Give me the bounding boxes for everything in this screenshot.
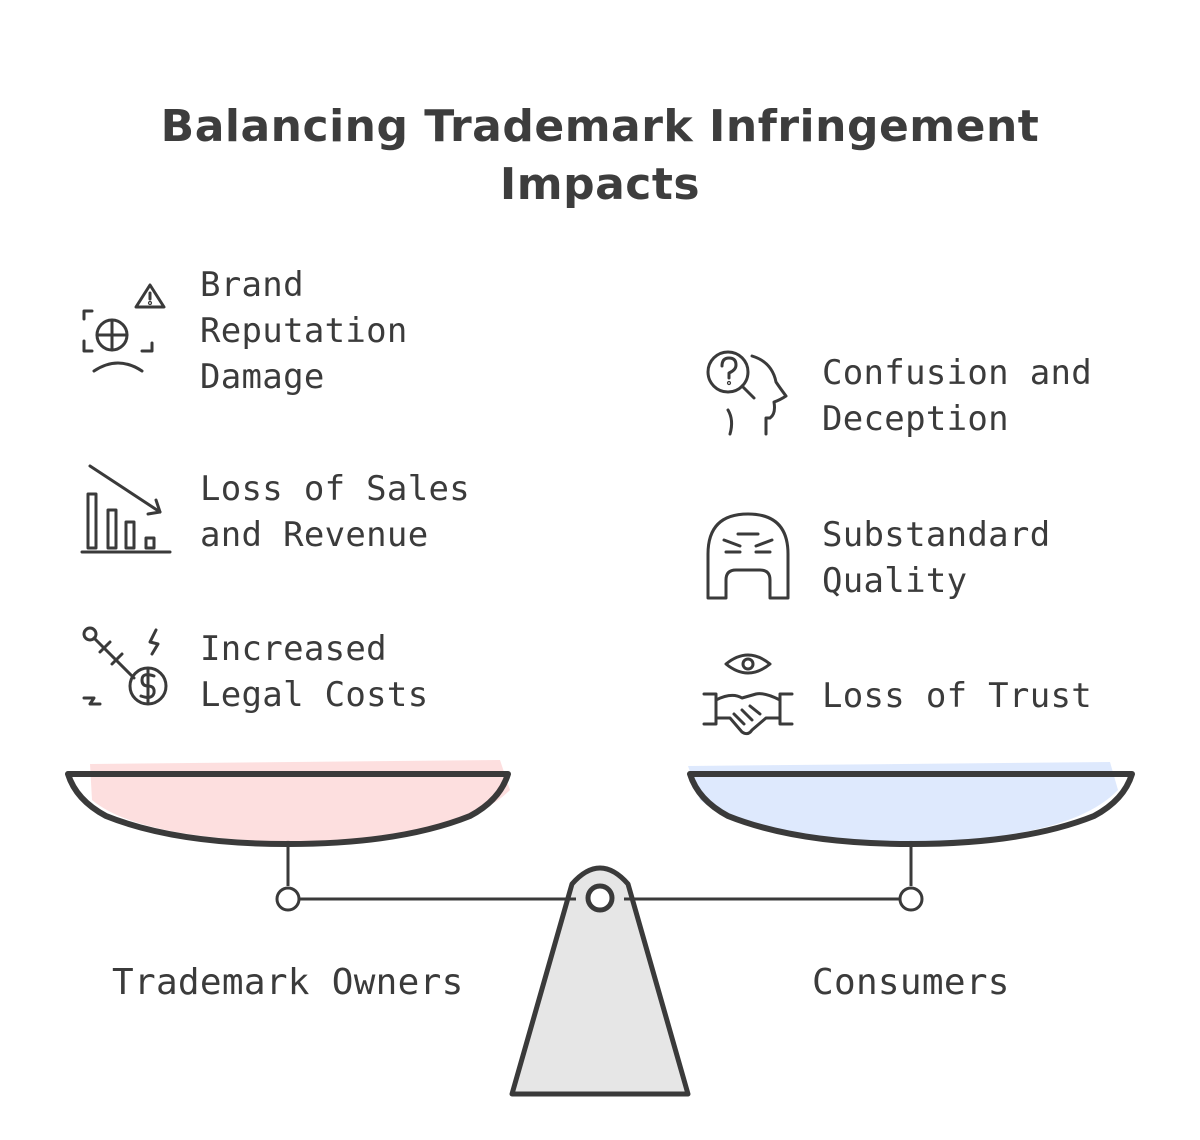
item-loss-of-sales: Loss of Sales and Revenue — [78, 464, 470, 560]
brand-damage-icon — [82, 283, 166, 373]
right-side-label: Consumers — [812, 962, 1010, 1003]
item-label: Substandard Quality — [822, 515, 1051, 601]
right-pan — [687, 771, 1135, 847]
balance-scale — [65, 760, 1135, 1097]
left-pan — [65, 771, 511, 847]
item-substandard-quality: Substandard Quality — [700, 510, 1050, 606]
item-label: Brand Reputation Damage — [200, 265, 408, 397]
confused-head-icon — [706, 350, 788, 436]
right-pan-fill — [688, 762, 1118, 842]
item-confusion-and-deception: Confusion and Deception — [700, 348, 1092, 444]
title-line-1: Balancing Trademark Infringement — [160, 101, 1040, 152]
item-label: Loss of Trust — [822, 676, 1093, 716]
item-brand-reputation-damage: Brand Reputation Damage — [78, 262, 408, 400]
title-line-2: Impacts — [499, 159, 701, 210]
angry-face-icon — [706, 512, 790, 600]
item-label: Loss of Sales and Revenue — [200, 469, 471, 555]
item-increased-legal-costs: Increased Legal Costs — [78, 624, 428, 720]
fulcrum — [509, 865, 691, 1097]
handshake-eye-icon — [702, 653, 794, 736]
legal-cost-icon — [82, 626, 168, 706]
diagram-title: Balancing Trademark Infringement Impacts — [100, 98, 1100, 214]
item-loss-of-trust: Loss of Trust — [700, 648, 1092, 744]
item-label: Confusion and Deception — [822, 353, 1093, 439]
pivot — [585, 883, 615, 913]
right-hanger-ring — [898, 886, 924, 912]
left-hanger-ring — [275, 886, 301, 912]
left-side-label: Trademark Owners — [112, 962, 464, 1003]
left-pan-fill — [90, 760, 510, 842]
item-label: Increased Legal Costs — [200, 629, 429, 715]
declining-chart-icon — [80, 464, 172, 554]
